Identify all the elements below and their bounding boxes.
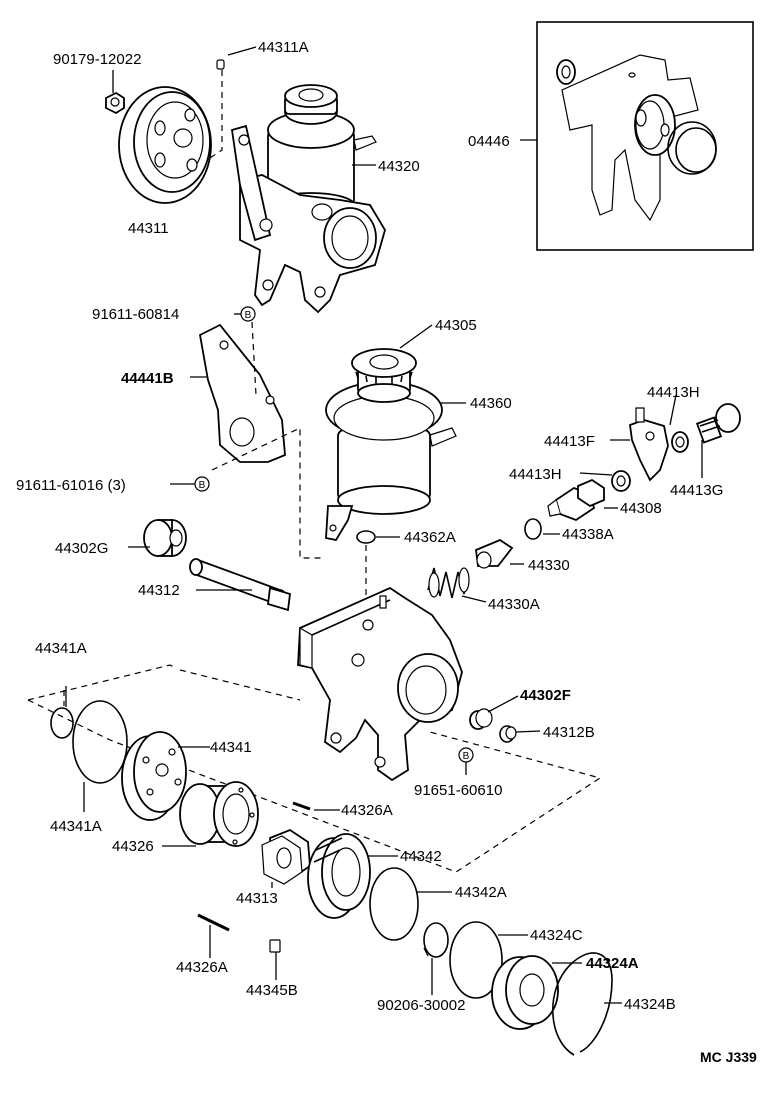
svg-text:B: B (463, 751, 470, 762)
label-44326a-top: 44326A (341, 802, 393, 819)
reservoir-44360 (325, 381, 457, 542)
diagram-code: MC J339 (700, 1049, 757, 1065)
label-44324a: 44324A (586, 955, 639, 972)
marker-b-3: B (458, 747, 474, 763)
key-44311a (216, 59, 225, 70)
valve-44308 (547, 478, 605, 522)
label-44324b: 44324B (624, 996, 676, 1013)
spring-44330a (427, 567, 470, 599)
marker-b-2: B (194, 476, 210, 492)
o-ring-44341a-large (72, 700, 128, 784)
label-44312: 44312 (138, 582, 180, 599)
pulley-nut (105, 91, 125, 115)
label-44312b: 44312B (543, 724, 595, 741)
label-44342: 44342 (400, 848, 442, 865)
label-90179-12022: 90179-12022 (53, 51, 141, 68)
pulley-44311 (118, 86, 212, 204)
label-44441b: 44441B (121, 370, 174, 387)
seal-44312b (499, 725, 517, 743)
gasket-kit-parts (556, 54, 717, 222)
label-90206-30002: 90206-30002 (377, 997, 465, 1014)
label-44330a: 44330A (488, 596, 540, 613)
cover-44324a (491, 955, 559, 1030)
snap-ring-90206-30002 (423, 922, 449, 958)
vane-44345b (269, 939, 281, 953)
label-44302g: 44302G (55, 540, 108, 557)
svg-text:B: B (245, 310, 252, 321)
rotor-44313 (261, 828, 311, 885)
washer-44413h-top (671, 431, 689, 453)
label-44413g: 44413G (670, 482, 723, 499)
plug-44302f (469, 708, 493, 730)
vane-pin-44326a-top (292, 801, 311, 811)
snap-ring-44324b (551, 952, 613, 1056)
label-44320: 44320 (378, 158, 420, 175)
washer-44413h-mid (611, 470, 631, 492)
valve-44330 (475, 538, 514, 569)
label-91611-61016: 91611-61016 (3) (16, 477, 126, 494)
label-44326: 44326 (112, 838, 154, 855)
cap-44305 (351, 348, 417, 403)
label-44413h-top: 44413H (647, 384, 700, 401)
cam-ring-44326 (179, 781, 259, 847)
gasket-kit-box (536, 21, 754, 251)
label-44360: 44360 (470, 395, 512, 412)
label-44330: 44330 (528, 557, 570, 574)
o-ring-44338a (524, 518, 542, 540)
label-44342a: 44342A (455, 884, 507, 901)
label-44326a-bot: 44326A (176, 959, 228, 976)
shaft-44312 (189, 558, 291, 612)
vane-pin-44326a-bot (197, 913, 230, 932)
plate-44341 (121, 731, 187, 821)
label-44313: 44313 (236, 890, 278, 907)
o-ring-44341a-small (50, 707, 74, 739)
plate-44342 (307, 833, 371, 919)
label-44311: 44311 (128, 220, 169, 237)
label-44341a-bot: 44341A (50, 818, 102, 835)
svg-text:B: B (199, 480, 206, 491)
o-ring-44324c (449, 921, 503, 999)
label-44341: 44341 (210, 739, 252, 756)
bracket-44441b (198, 323, 286, 463)
label-44413f: 44413F (544, 433, 595, 450)
o-ring-44362a (356, 530, 376, 544)
fitting-44413f (629, 407, 669, 482)
label-91611-60814: 91611-60814 (92, 306, 179, 323)
label-44324c: 44324C (530, 927, 583, 944)
pump-housing (297, 586, 463, 782)
bearing-44302g (143, 519, 187, 557)
label-04446: 04446 (468, 133, 510, 150)
label-91651-60610: 91651-60610 (414, 782, 502, 799)
label-44305: 44305 (435, 317, 477, 334)
label-44413h-mid: 44413H (509, 466, 562, 483)
label-44308: 44308 (620, 500, 662, 517)
label-44302f: 44302F (520, 687, 571, 704)
label-44345b: 44345B (246, 982, 298, 999)
marker-b-1: B (240, 306, 256, 322)
pump-assembly-44320 (230, 84, 386, 314)
label-44341a-top: 44341A (35, 640, 87, 657)
o-ring-44342a (369, 867, 419, 941)
label-44311a: 44311A (258, 39, 309, 56)
bolt-44413g (695, 403, 741, 444)
label-44362a: 44362A (404, 529, 456, 546)
label-44338a: 44338A (562, 526, 614, 543)
